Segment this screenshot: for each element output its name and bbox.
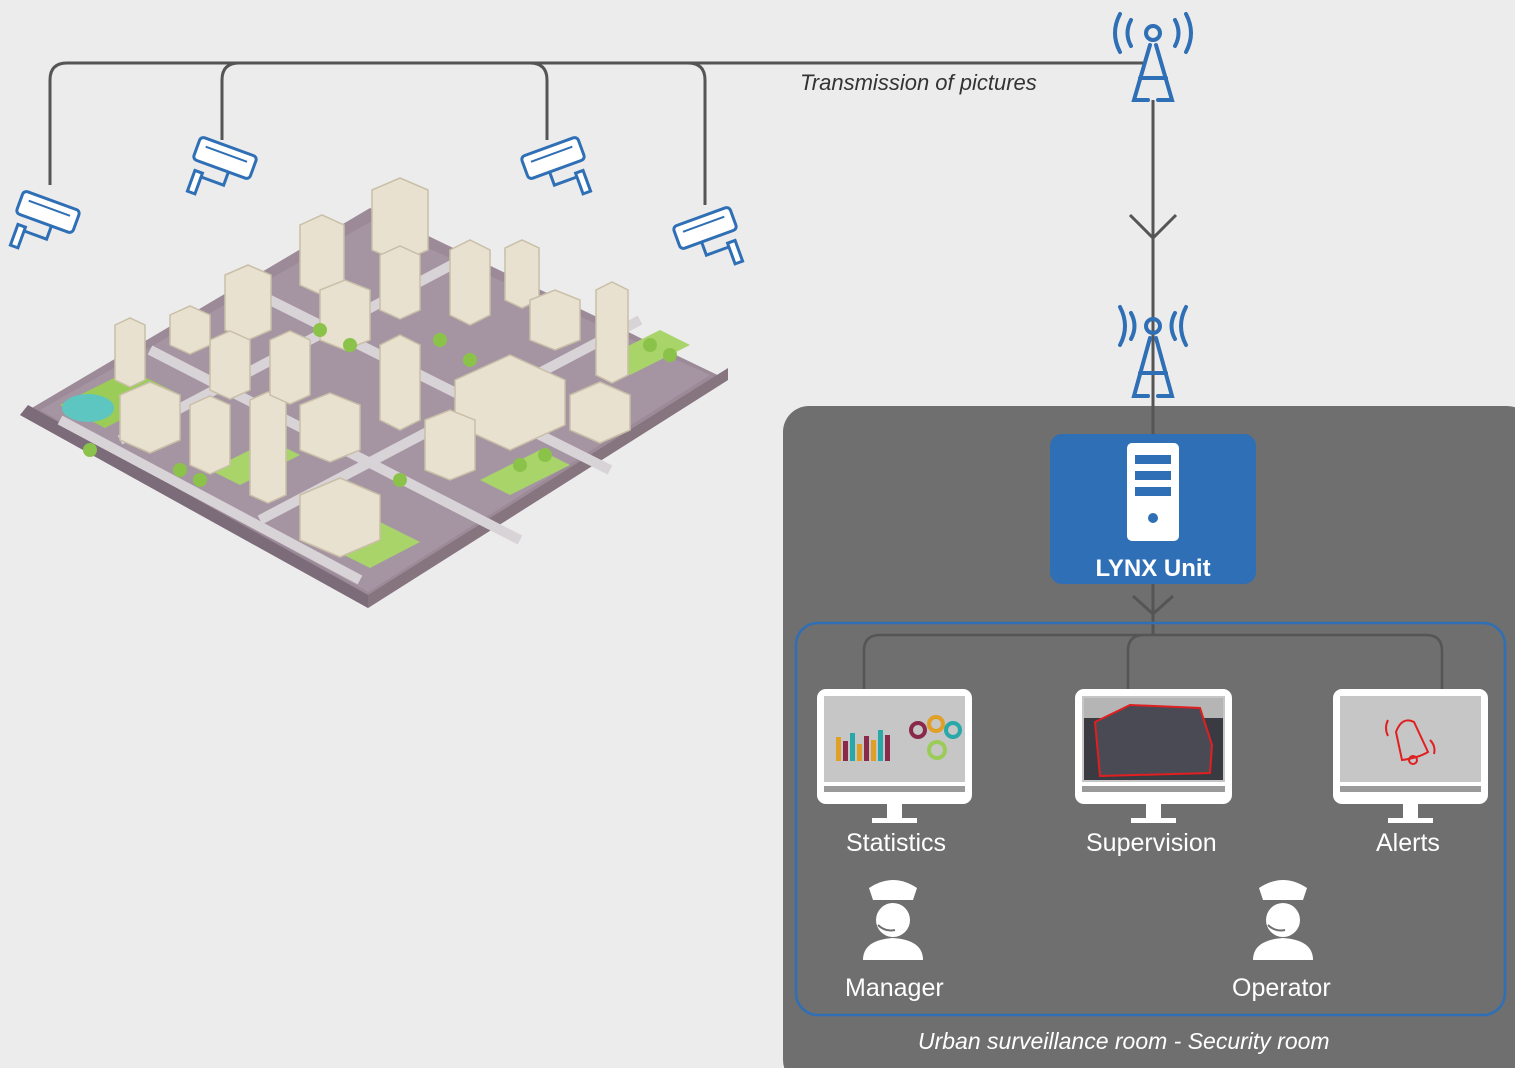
camera-icon (180, 134, 259, 212)
city-illustration (20, 177, 728, 608)
room-caption: Urban surveillance room - Security room (918, 1028, 1330, 1054)
bar-chart-icon (836, 730, 890, 761)
screen-label-supervision: Supervision (1086, 829, 1217, 857)
camera-icon (519, 134, 598, 212)
screen-label-statistics: Statistics (846, 829, 947, 857)
monitor-supervision (1075, 689, 1232, 823)
camera-icon (3, 188, 82, 266)
transmission-label: Transmission of pictures (800, 70, 1037, 95)
lynx-server (1050, 434, 1256, 584)
transmitter-antenna-icon (1113, 12, 1193, 102)
camera-icon (671, 204, 750, 282)
monitor-alerts (1333, 689, 1488, 823)
server-label: LYNX Unit (1095, 555, 1211, 582)
monitor-statistics (817, 689, 972, 823)
receiver-antenna-icon (1118, 305, 1188, 398)
screen-label-alerts: Alerts (1376, 829, 1440, 857)
user-label-manager: Manager (845, 974, 944, 1002)
user-label-operator: Operator (1232, 974, 1331, 1002)
camera-wiring (48, 61, 1178, 410)
monitor-wiring (862, 633, 1444, 690)
donut-chart-icon (909, 715, 962, 760)
alarm-bell-icon (1385, 719, 1436, 765)
server-icon (1127, 443, 1179, 541)
crowd-image-icon (1084, 698, 1223, 780)
workstation-area (794, 621, 1507, 1017)
